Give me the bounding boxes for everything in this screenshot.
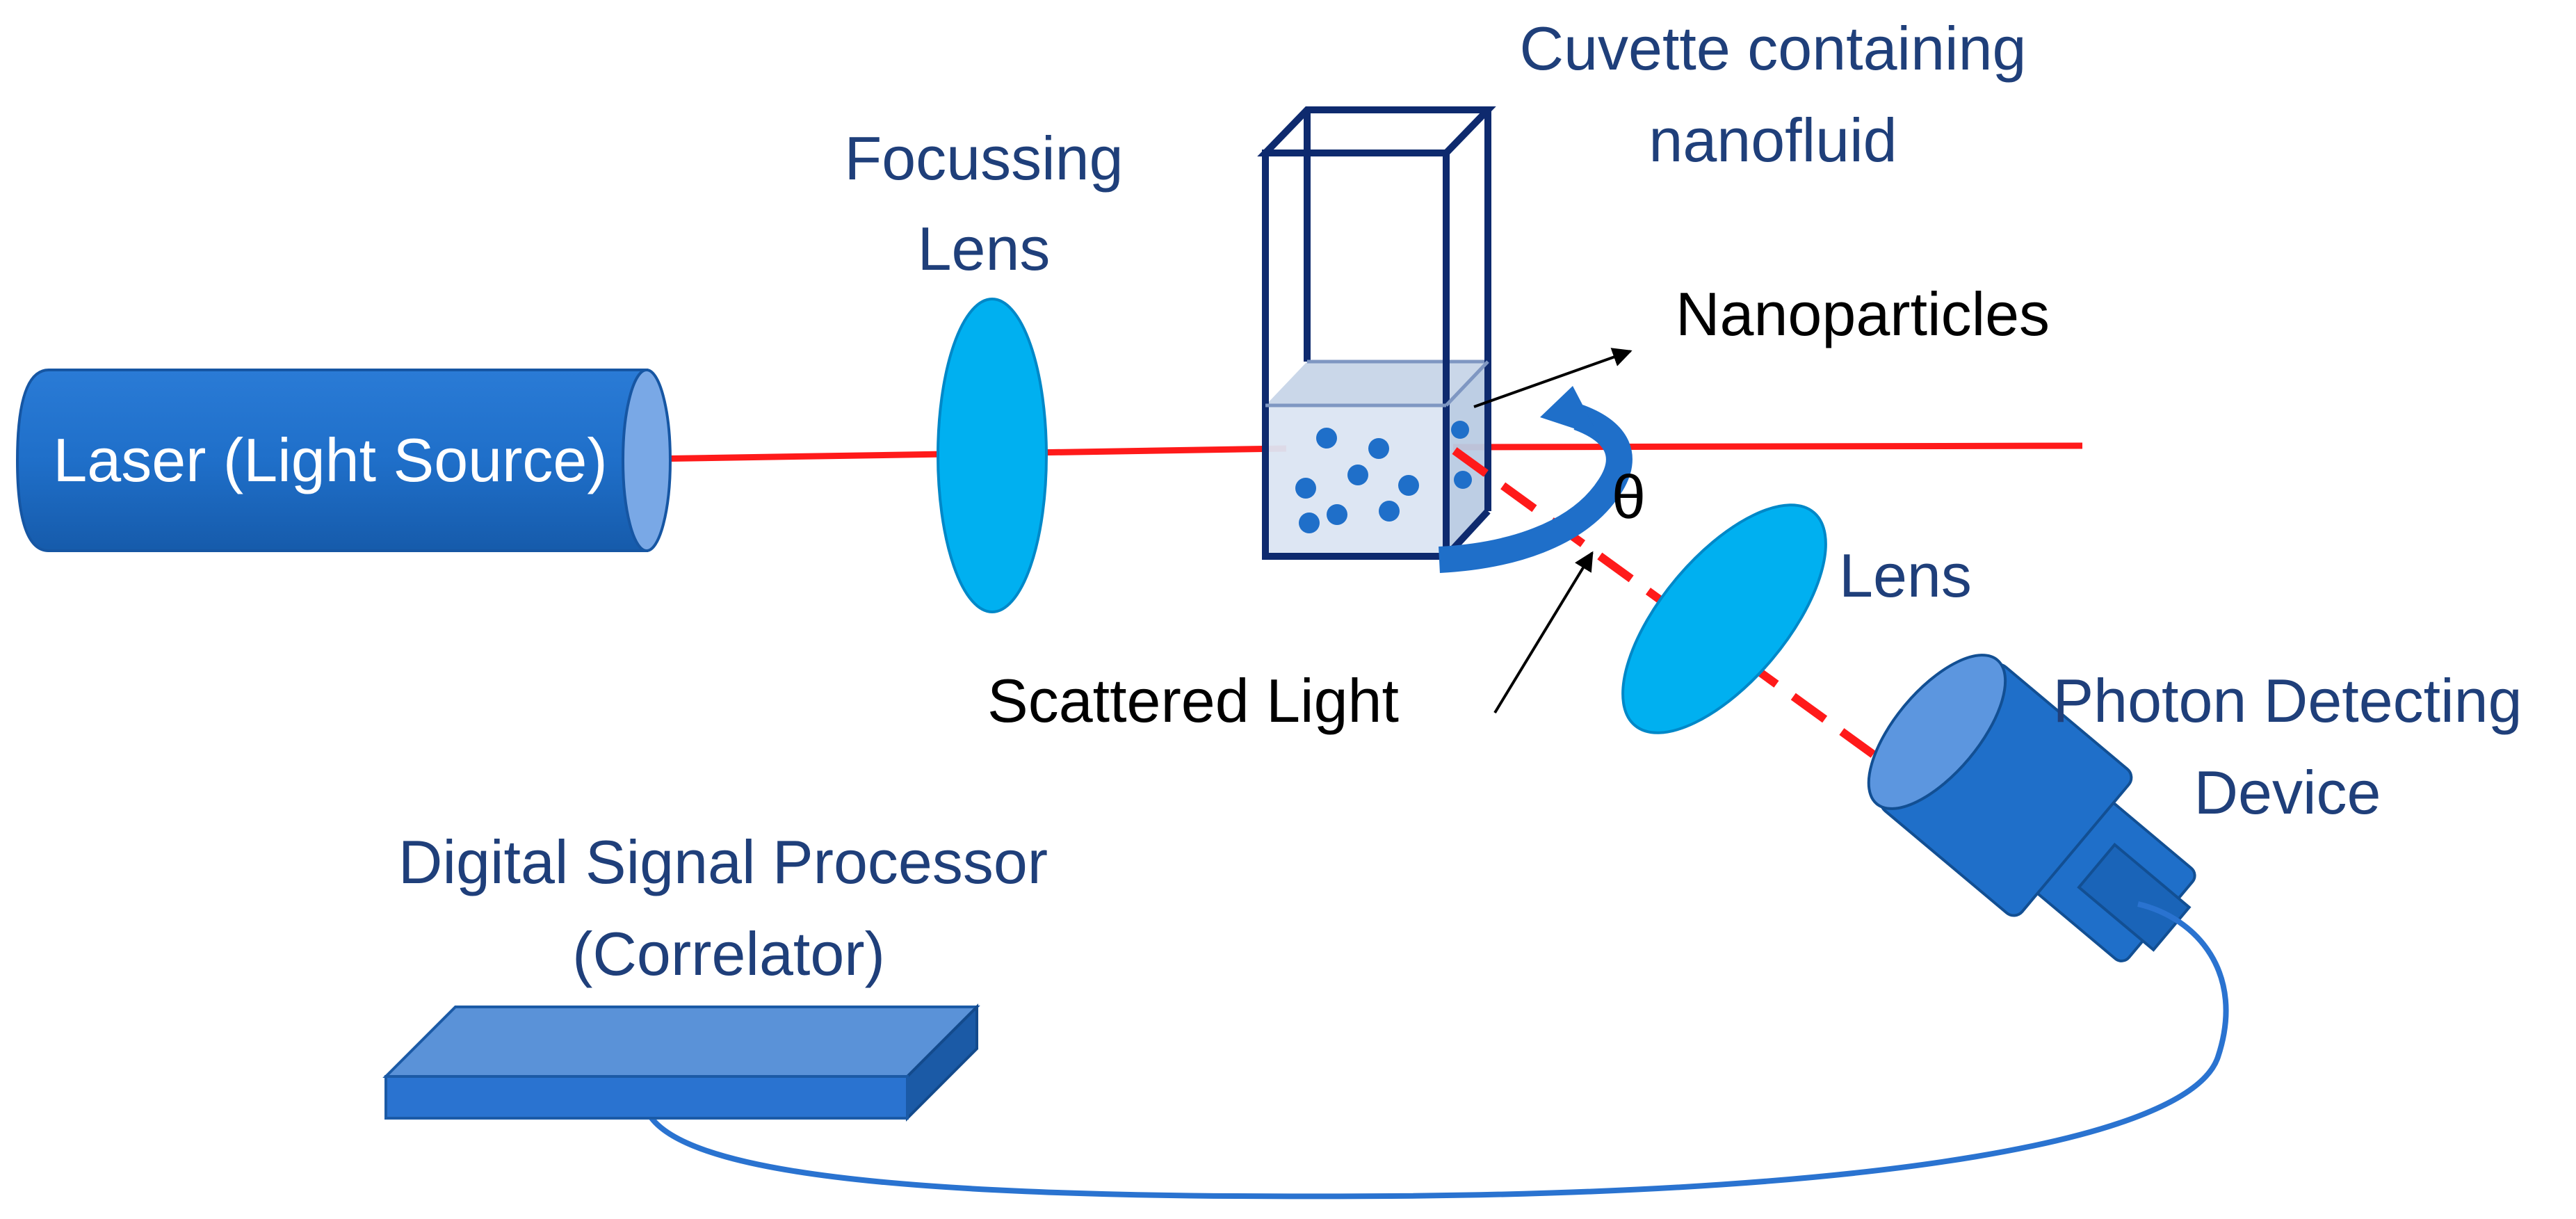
cuvette-label-line2: nanofluid	[1649, 106, 1897, 175]
nanoparticles-label: Nanoparticles	[1676, 280, 2050, 348]
theta-label: θ	[1612, 462, 1646, 531]
signal-cable	[647, 901, 2229, 1200]
cuvette	[1257, 106, 1496, 560]
nanoparticles-pointer-arrow	[1473, 348, 1633, 408]
focussing-lens	[937, 298, 1048, 613]
scattered-light-label: Scattered Light	[987, 666, 1399, 735]
nanoparticle-dots	[1295, 421, 1472, 533]
photon-detector-label-line2: Device	[2194, 758, 2381, 827]
laser-source: Laser (Light Source)	[15, 369, 672, 552]
focussing-lens-label-line2: Lens	[918, 214, 1051, 283]
dsp-label-line1: Digital Signal Processor	[398, 828, 1048, 896]
cuvette-label-line1: Cuvette containing	[1520, 14, 2027, 83]
digital-signal-processor	[382, 1003, 980, 1122]
photon-detecting-device	[1867, 654, 2196, 962]
scattered-light-pointer-arrow	[1493, 551, 1594, 714]
dsp-label-line2: (Correlator)	[572, 919, 885, 988]
lens-label: Lens	[1839, 541, 1972, 610]
scattering-angle-arrow	[1439, 386, 1633, 573]
focussing-lens-label-line1: Focussing	[844, 124, 1123, 193]
photon-detector-label-line1: Photon Detecting	[2052, 666, 2522, 735]
laser-beam-transmitted	[1452, 442, 2083, 451]
laser-label: Laser (Light Source)	[53, 426, 607, 494]
collection-lens	[1621, 503, 1827, 734]
